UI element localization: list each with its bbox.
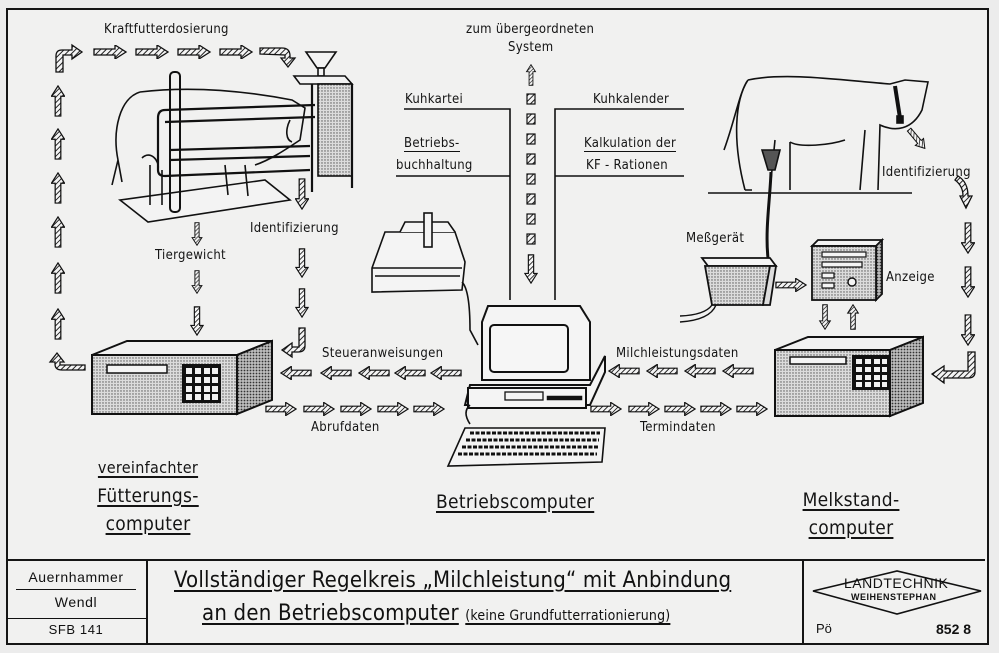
farm-computer-title: Betriebscomputer: [436, 491, 595, 513]
left-return-arrows: [48, 85, 86, 371]
upper-system-label-line2: System: [508, 40, 554, 55]
display-unit-icon: [809, 237, 885, 303]
control-instructions-arrows: [280, 366, 462, 380]
feeding-computer-box: [91, 339, 273, 416]
milk-yield-data-label: Milchleistungsdaten: [616, 346, 739, 361]
meter-to-display-arrow: [775, 278, 807, 292]
main-title-line2: an den Betriebscomputer (keine Grundfutt…: [202, 601, 670, 626]
display-up-arrow: [846, 304, 860, 330]
logo-line1: LANDTECHNIK: [844, 575, 949, 591]
author-1: Auernhammer: [28, 569, 124, 585]
milk-meter-label: Meßgerät: [686, 231, 745, 246]
display-label: Anzeige: [886, 270, 935, 285]
milking-computer-title: Melkstand- computer: [796, 486, 906, 542]
keyboard-icon: [446, 427, 606, 467]
cow-id-arrow: [904, 125, 930, 153]
title-cell: Vollständiger Regelkreis „Milchleistung“…: [148, 561, 804, 643]
upper-system-label-line1: zum übergeordneten: [466, 22, 595, 37]
milk-meter-icon: [679, 257, 778, 323]
project-code: SFB 141: [48, 622, 104, 637]
schedule-data-label: Termindaten: [640, 420, 716, 435]
cow-records-label: Kuhkartei: [405, 92, 464, 107]
cow-milking-icon: [708, 75, 929, 259]
logo-line2: WEIHENSTEPHAN: [851, 592, 937, 602]
main-title-line2-main: an den Betriebscomputer: [202, 601, 459, 626]
feed-dosing-label: Kraftfutterdosierung: [104, 22, 229, 37]
milk-yield-data-arrows: [608, 364, 754, 378]
cow-in-feeding-stall-icon: [111, 71, 316, 223]
retrieval-data-label: Abrufdaten: [311, 420, 380, 435]
printer-icon: [371, 212, 479, 346]
milking-computer-title-line1: Melkstand-: [802, 489, 900, 511]
control-instructions-label: Steueranweisungen: [322, 346, 444, 361]
left-identification-label: Identifizierung: [250, 221, 339, 236]
animal-weight-label: Tiergewicht: [155, 248, 226, 263]
drawer-initials: Pö: [816, 621, 832, 636]
feeding-computer-title-line3: computer: [105, 513, 191, 535]
feeding-computer-title-line1: vereinfachter: [97, 458, 199, 477]
farm-accounting-label-1: Betriebs-: [404, 136, 460, 152]
ration-calc-label-2: KF - Rationen: [586, 158, 668, 173]
display-down-arrow: [818, 304, 832, 330]
authors-cell: Auernhammer Wendl SFB 141: [6, 561, 148, 643]
upward-system-arrow: [524, 64, 538, 284]
ration-calc-label-1: Kalkulation der: [584, 136, 677, 152]
left-input-arrows: [190, 222, 309, 359]
main-title-line2-note: (keine Grundfutterrationierung): [465, 608, 671, 624]
farm-accounting-label-2: buchhaltung: [396, 158, 473, 173]
right-input-arrows: [930, 175, 976, 385]
author-2: Wendl: [54, 594, 98, 610]
database-lines: [396, 108, 684, 300]
schedule-data-arrows: [590, 402, 768, 416]
feed-dosing-arrows: [55, 43, 297, 73]
milking-computer-box: [774, 335, 924, 418]
feeding-computer-title: vereinfachter Fütterungs- computer: [78, 454, 218, 538]
feed-hopper-icon: [292, 51, 354, 192]
stall-down-arrow: [295, 178, 309, 210]
drawing-number: 852 8: [936, 621, 972, 637]
cow-calendar-label: Kuhkalender: [593, 92, 670, 107]
milking-computer-title-line2: computer: [808, 517, 894, 539]
right-identification-label: Identifizierung: [882, 165, 971, 180]
landtechnik-logo-icon: [812, 570, 982, 615]
retrieval-data-arrows: [265, 402, 445, 416]
main-title-line1: Vollständiger Regelkreis „Milchleistung“…: [174, 568, 732, 593]
feeding-computer-title-line2: Fütterungs-: [97, 485, 199, 507]
title-block: Auernhammer Wendl SFB 141 Vollständiger …: [6, 559, 985, 643]
desktop-computer-icon: [463, 305, 606, 425]
